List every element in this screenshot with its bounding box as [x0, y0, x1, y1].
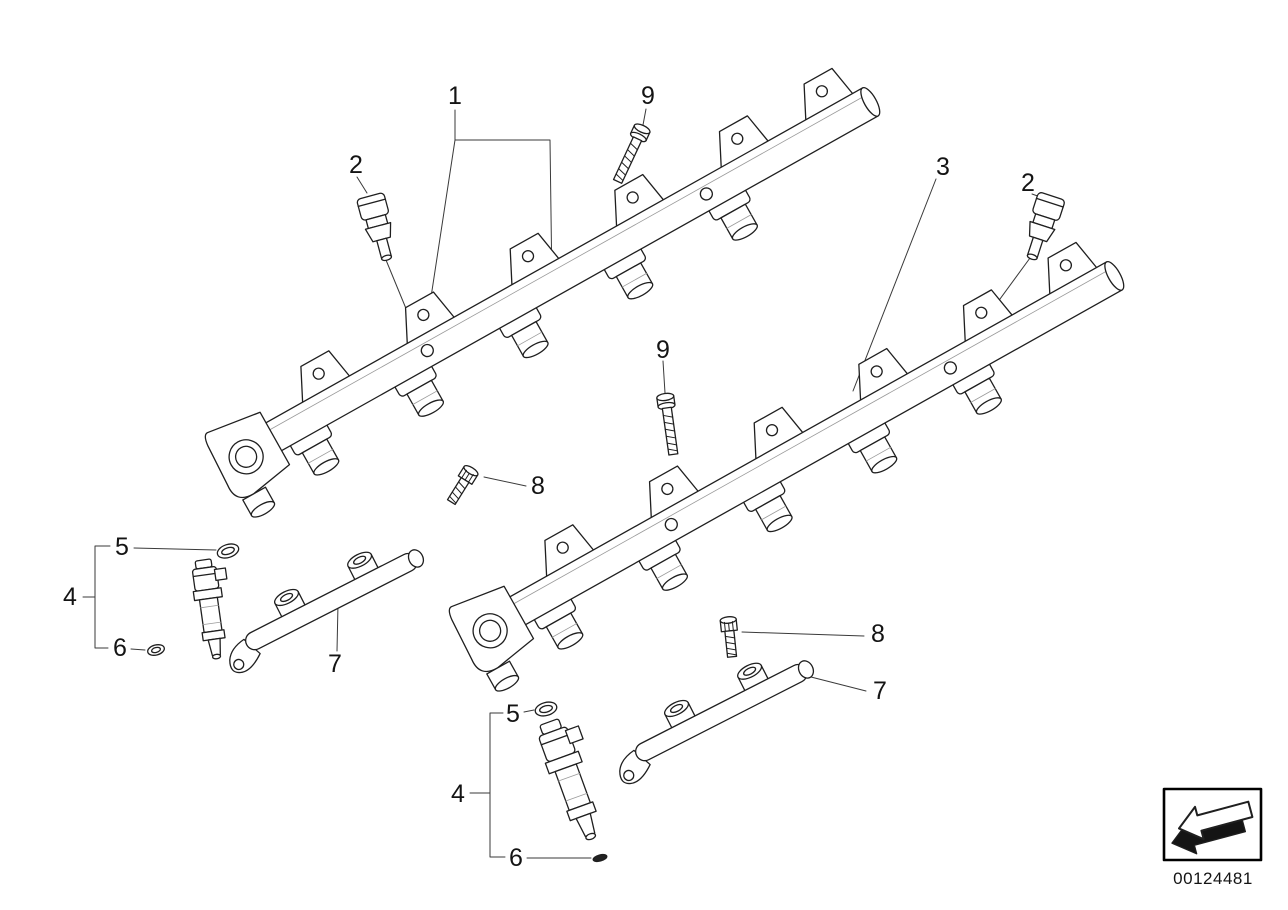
- leader-lines-bottom-assembly: [470, 710, 591, 858]
- leader-line-9-top: [643, 109, 646, 125]
- image-number: 00124481: [1173, 869, 1253, 888]
- callout-2-left[interactable]: 2: [349, 151, 363, 179]
- o-ring-bottom: [533, 699, 559, 719]
- leader-line-3: [853, 179, 936, 391]
- callout-7-left[interactable]: 7: [328, 650, 342, 678]
- o-ring-left: [214, 540, 242, 562]
- leader-line-9-middle: [663, 361, 665, 393]
- callout-3[interactable]: 3: [936, 153, 950, 181]
- callout-5-left[interactable]: 5: [115, 533, 129, 561]
- direction-arrow-icon: [1164, 793, 1257, 859]
- image-reference-plate: 00124481: [1164, 789, 1261, 888]
- callout-4-bottom[interactable]: 4: [451, 780, 465, 808]
- leader-line-7-right: [811, 677, 866, 691]
- callout-8-right[interactable]: 8: [871, 620, 885, 648]
- callout-9-middle[interactable]: 9: [656, 336, 670, 364]
- fuel-injector-left: [188, 556, 239, 662]
- mounting-screw-middle: [655, 391, 683, 457]
- leader-line-8-left: [484, 477, 526, 486]
- callout-1[interactable]: 1: [448, 82, 462, 110]
- callout-2-right[interactable]: 2: [1021, 169, 1035, 197]
- callout-4-left[interactable]: 4: [63, 583, 77, 611]
- seal-ring-bottom: [592, 853, 607, 862]
- callout-5-bottom[interactable]: 5: [506, 700, 520, 728]
- seal-ring-left: [145, 642, 167, 658]
- bolt-left: [443, 463, 481, 507]
- leader-lines-left-assembly: [83, 546, 216, 650]
- callout-9-top[interactable]: 9: [641, 82, 655, 110]
- callout-labels: 1 9 2 3 2 9 8 5 4 6 7 8 7 5 4 6: [63, 82, 1035, 872]
- callout-7-right[interactable]: 7: [873, 677, 887, 705]
- bracket-left: [210, 527, 434, 677]
- callout-leader-lines: [83, 109, 1049, 858]
- bracket-right: [600, 638, 824, 788]
- sensor-left: [355, 191, 402, 265]
- bolt-right: [719, 615, 741, 659]
- callout-6-left[interactable]: 6: [113, 634, 127, 662]
- leader-line-8-right: [742, 632, 864, 636]
- fuel-injector-bottom: [531, 712, 618, 846]
- mounting-screw-top: [609, 121, 652, 186]
- leader-line-7-left: [337, 604, 338, 651]
- callout-6-bottom[interactable]: 6: [509, 844, 523, 872]
- callout-8-left[interactable]: 8: [531, 472, 545, 500]
